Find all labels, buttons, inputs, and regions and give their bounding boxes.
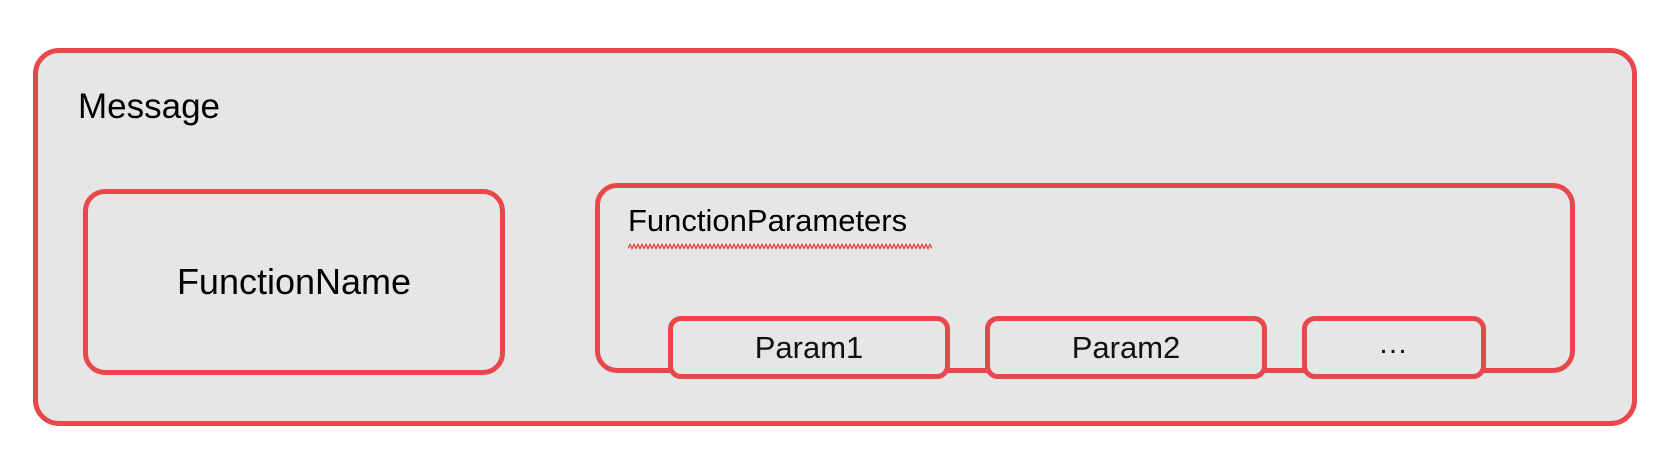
function-name-container: FunctionName	[83, 189, 505, 375]
parameter-label: Param2	[1071, 329, 1181, 365]
function-parameters-label: FunctionParameters	[628, 203, 908, 238]
message-label: Message	[78, 87, 221, 126]
function-parameters-container: FunctionParameters Param1 Param2 …	[595, 183, 1575, 379]
parameter-label: Param1	[754, 329, 864, 365]
spellcheck-underline-icon	[628, 243, 932, 250]
parameter-box: Param1	[668, 316, 950, 379]
parameter-box-ellipsis: …	[1302, 316, 1486, 379]
parameter-label-ellipsis: …	[1378, 326, 1410, 360]
parameter-box: Param2	[985, 316, 1267, 379]
message-container: Message FunctionName FunctionParameters …	[33, 48, 1637, 426]
parameter-list: Param1 Param2 …	[668, 316, 1486, 379]
function-name-label: FunctionName	[176, 261, 412, 302]
